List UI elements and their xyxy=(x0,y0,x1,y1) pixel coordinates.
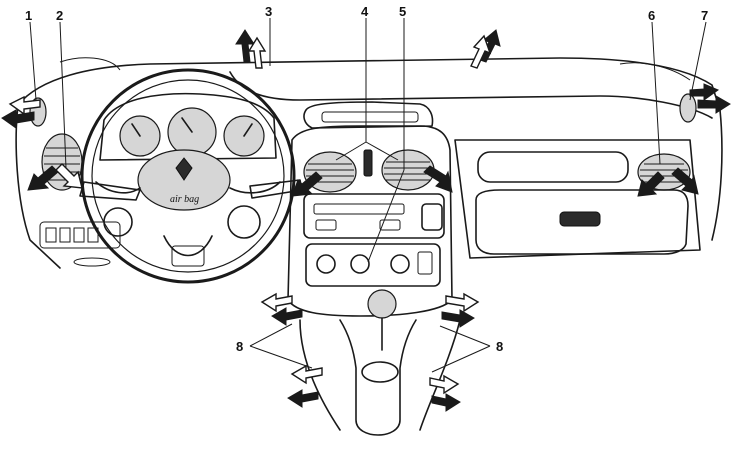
right-window-demister xyxy=(679,93,697,123)
airflow-arrow-footwell-upper-left xyxy=(260,292,303,326)
callout-6: 6 xyxy=(648,8,655,23)
brand-logo-icon xyxy=(175,157,193,181)
gear-lever xyxy=(339,289,417,436)
callout-8-right: 8 xyxy=(496,339,503,354)
airflow-arrow-left-vent xyxy=(27,163,83,191)
glovebox-handle xyxy=(559,211,601,227)
centre-console xyxy=(287,101,453,317)
upper-storage-tray xyxy=(477,151,629,183)
callout-2: 2 xyxy=(56,8,63,23)
gear-knob xyxy=(367,289,397,319)
vent-adjuster xyxy=(363,149,373,177)
airflow-arrow-right-window xyxy=(689,83,731,114)
airflow-arrow-footwell-lower-left xyxy=(287,364,323,408)
callout-4: 4 xyxy=(361,4,369,19)
glovebox xyxy=(475,189,689,255)
leader-lines xyxy=(29,18,707,373)
heater-knob-centre xyxy=(350,254,370,274)
heater-control-panel xyxy=(305,243,441,287)
airflow-arrow-footwell-lower-right xyxy=(429,374,461,412)
airflow-arrow-footwell-upper-right xyxy=(441,292,480,328)
airbag-label: air bag xyxy=(170,194,199,205)
callout-8-left: 8 xyxy=(236,339,243,354)
indicator-stalk xyxy=(79,181,141,201)
ignition-switch xyxy=(103,207,133,237)
steering-wheel: air bag xyxy=(80,68,296,284)
airflow-arrow-right-vent xyxy=(637,167,699,197)
heater-knob-left xyxy=(316,254,336,274)
display-screen xyxy=(321,111,419,123)
control-dial xyxy=(227,205,261,239)
callout-7: 7 xyxy=(701,8,708,23)
heater-knob-right xyxy=(390,254,410,274)
airflow-arrow-centre-left xyxy=(291,171,323,197)
callout-5: 5 xyxy=(399,4,406,19)
hazard-switch xyxy=(421,203,443,231)
airflow-arrow-centre-right xyxy=(423,165,453,193)
centre-vent-right xyxy=(381,149,435,191)
airflow-arrow-windscreen-right xyxy=(470,29,501,69)
left-switch-panel xyxy=(39,221,121,267)
audio-panel xyxy=(303,193,445,239)
callout-labels: 1 2 3 4 5 6 7 8 8 xyxy=(25,4,708,354)
callout-3: 3 xyxy=(265,4,272,19)
callout-1: 1 xyxy=(25,8,32,23)
instrument-cluster xyxy=(99,92,277,161)
airflow-arrow-windscreen-left xyxy=(235,29,267,69)
airflow-arrow-left-window xyxy=(1,95,41,129)
